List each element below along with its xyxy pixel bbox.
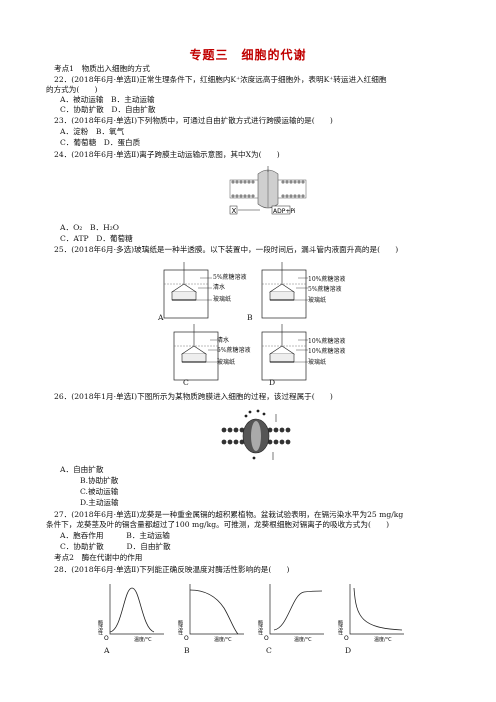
apparatus-a	[163, 262, 212, 319]
apparatus-d-label-3: 玻璃纸	[308, 359, 327, 366]
apparatus-c-label-1: 清水	[217, 337, 230, 344]
q22-options-cd: C．协助扩散 D．自由扩散	[60, 105, 156, 114]
apparatus-d-label-2: 10%蔗糖溶液	[308, 348, 346, 355]
graph-c: 酶活性 O 温度/°C	[257, 584, 324, 643]
apparatus-b-label-3: 玻璃纸	[308, 297, 327, 304]
graph-a-ylabel: 酶活性	[97, 619, 103, 636]
apparatus-d-letter: D	[269, 378, 276, 387]
x-box	[229, 205, 238, 215]
q26-option-d: D.主动运输	[80, 498, 119, 507]
apparatus-d	[261, 324, 308, 381]
apparatus-c-label-2: 5%蔗糖溶液	[217, 347, 251, 354]
apparatus-c-letter: C	[183, 378, 189, 387]
apparatus-a-label-1: 5%蔗糖溶液	[213, 274, 247, 281]
graph-a-xlabel: 温度/°C	[134, 636, 152, 643]
graph-letter-b: B	[184, 646, 190, 655]
apparatus-a-letter: A	[158, 313, 164, 322]
fig-label-adp: ADP+Pi	[273, 208, 296, 215]
apparatus-a-label-3: 玻璃纸	[213, 296, 232, 303]
adp-box	[271, 205, 291, 215]
membrane-transport-figure	[221, 409, 291, 460]
graph-b-xlabel: 温度/°C	[214, 636, 232, 643]
apparatus-b-letter: B	[247, 313, 253, 322]
ion-transport-figure: X ADP+Pi	[229, 166, 307, 215]
q26-stem: 26．(2018年1月·单选Ⅰ)下图所示为某物质跨膜进入细胞的过程，该过程属于(…	[54, 392, 333, 401]
apparatus-b-label-1: 10%蔗糖溶液	[308, 276, 346, 283]
q22-stem: 22．(2018年6月·单选Ⅱ)正常生理条件下，红细胞内K⁺浓度远高于细胞外，表…	[54, 75, 387, 84]
graph-letter-a: A	[104, 646, 110, 655]
graph-d-origin: O	[344, 635, 349, 642]
q22-stem-cont: 的方式为( )	[46, 85, 98, 94]
page-title: 专题三 细胞的代谢	[189, 48, 307, 62]
q27-stem: 27．(2018年6月·单选Ⅱ)龙葵是一种重金属镉的超积累植物。盆栽试验表明，在…	[54, 510, 404, 519]
graph-b-ylabel: 酶活性	[177, 619, 183, 636]
graph-d-ylabel: 酶活性	[337, 619, 343, 636]
q23-options-ab: A．淀粉 B．氧气	[60, 127, 125, 136]
graph-a: 酶活性 O 温度/°C	[97, 584, 164, 643]
graph-b: 酶活性 O 温度/°C	[177, 584, 244, 643]
q23-options-cd: C．葡萄糖 D．蛋白质	[60, 138, 141, 147]
graph-b-origin: O	[184, 635, 189, 642]
apparatus-b	[261, 262, 308, 319]
q28-stem: 28．(2018年6月·单选Ⅱ)下列能正确反映温度对酶活性影响的是( )	[54, 565, 290, 574]
q25-stem: 25．(2018年6月·多选)玻璃纸是一种半透膜。以下装置中，一段时间后，漏斗管…	[54, 245, 399, 254]
q27-stem-cont: 条件下，龙葵茎及叶的镉含量都超过了100 mg/kg。可推测，龙葵根细胞对镉离子…	[46, 520, 390, 529]
q22-options-ab: A．被动运输 B．主动运输	[60, 95, 155, 104]
q26-option-c: C.被动运输	[80, 487, 119, 496]
q27-options-ab: A．胞吞作用 B．主动运输	[60, 531, 170, 540]
apparatus-c	[173, 324, 220, 381]
graph-d: 酶活性 O 温度/°C	[337, 584, 404, 643]
graph-c-xlabel: 温度/°C	[294, 636, 312, 643]
fig-label-x: X	[232, 207, 237, 215]
q27-options-cd: C．协助扩散 D．自由扩散	[60, 542, 171, 551]
apparatus-d-label-1: 10%蔗糖溶液	[308, 338, 346, 345]
topic-heading-1: 考点1 物质出入细胞的方式	[54, 64, 150, 73]
graph-letter-d: D	[345, 646, 352, 655]
q23-stem: 23．(2018年6月·单选Ⅰ)下列物质中，可通过自由扩散方式进行跨膜运输的是(…	[54, 116, 333, 125]
graph-d-xlabel: 温度/°C	[374, 636, 392, 643]
apparatus-a-label-2: 清水	[213, 284, 226, 291]
graph-c-origin: O	[264, 635, 269, 642]
graph-letter-c: C	[266, 646, 272, 655]
enzyme-activity-graphs: 酶活性 O 温度/°C 酶活性 O 温度/°C 酶活性 O 温度/°C 酶活性 …	[97, 584, 404, 643]
q24-stem: 24．(2018年6月·单选Ⅱ)离子跨膜主动运输示意图，其中X为( )	[54, 150, 280, 159]
graph-a-origin: O	[104, 635, 109, 642]
topic-heading-2: 考点2 酶在代谢中的作用	[54, 553, 143, 562]
carrier-protein	[257, 169, 279, 209]
q24-options-cd: C．ATP D．葡萄糖	[60, 234, 133, 243]
q26-option-a: A．自由扩散	[60, 465, 104, 474]
apparatus-c-label-3: 玻璃纸	[217, 359, 236, 366]
q26-option-b: B.协助扩散	[80, 476, 119, 485]
q24-options-ab: A．O₂ B．H₂O	[60, 223, 120, 232]
apparatus-b-label-2: 5%蔗糖溶液	[308, 286, 342, 293]
graph-c-ylabel: 酶活性	[257, 619, 263, 636]
